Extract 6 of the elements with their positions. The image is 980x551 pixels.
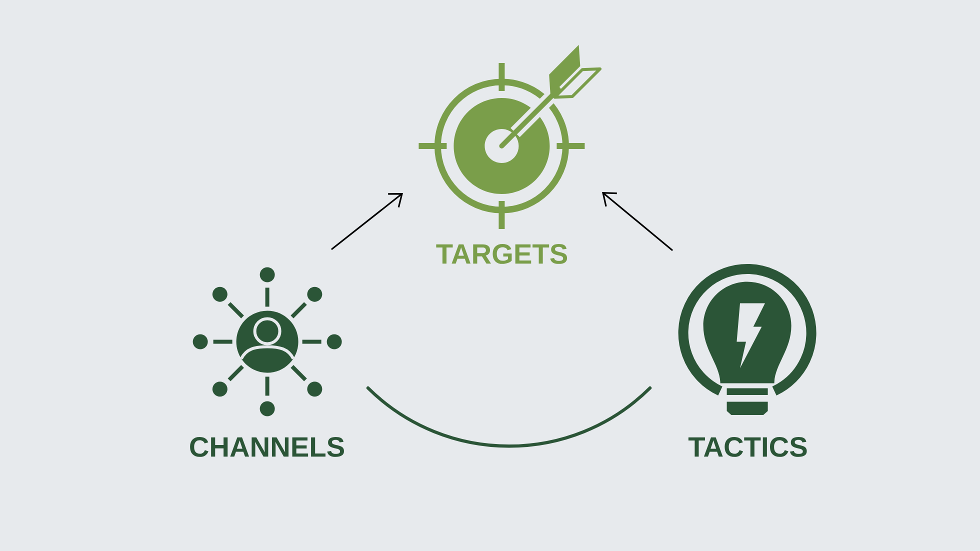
arrow — [331, 192, 403, 250]
connector-curve — [366, 386, 652, 448]
node-label: TACTICS — [688, 437, 807, 457]
node-label: CHANNELS — [190, 437, 344, 457]
node-label: TARGETS — [436, 244, 568, 264]
arrow — [602, 192, 673, 251]
